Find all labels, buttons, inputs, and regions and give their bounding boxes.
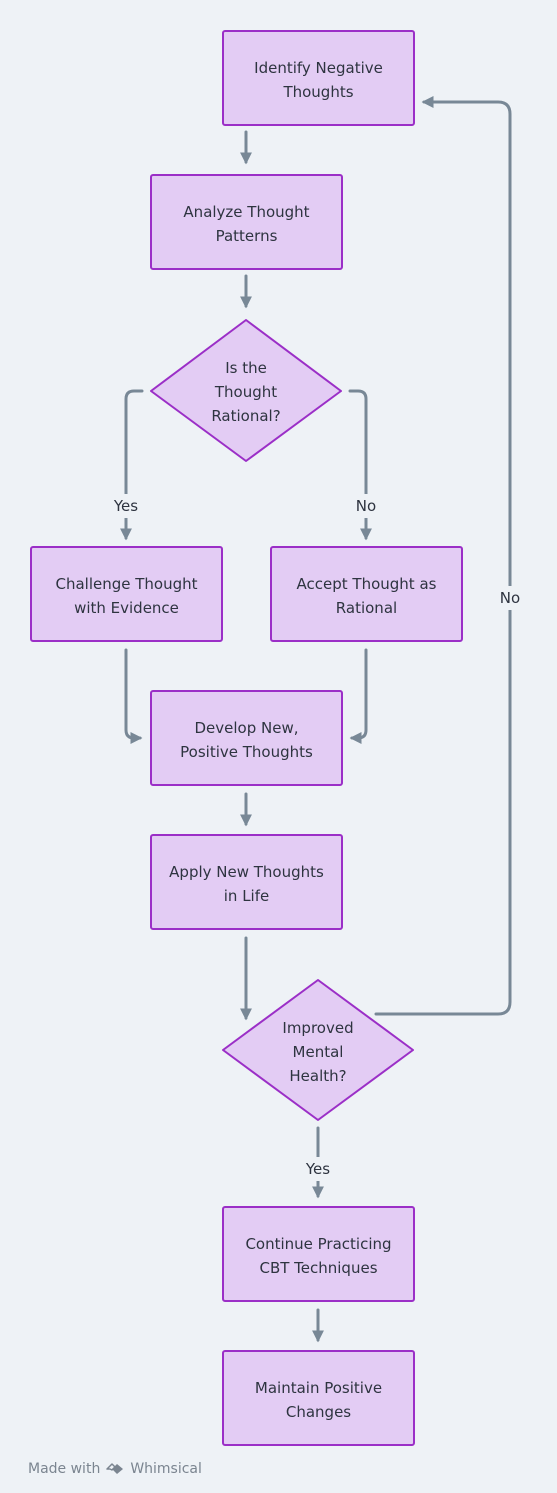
node-label-line: with Evidence xyxy=(74,599,179,617)
node-label-line: in Life xyxy=(224,887,269,905)
whimsical-logo-icon xyxy=(106,1462,124,1476)
node-continue-practicing-cbt[interactable]: Continue Practicing CBT Techniques xyxy=(222,1206,415,1302)
node-label-line: Thoughts xyxy=(282,83,353,101)
label-improved-yes: Yes xyxy=(305,1160,330,1178)
node-analyze-thought-patterns[interactable]: Analyze Thought Patterns xyxy=(150,174,343,270)
node-label-line: Is the xyxy=(225,359,267,377)
node-label-line: Challenge Thought xyxy=(55,575,197,593)
whimsical-brand-label: Whimsical xyxy=(130,1461,202,1477)
node-label-line: Improved xyxy=(282,1019,353,1037)
node-label-line: Positive Thoughts xyxy=(180,743,313,761)
label-rational-no: No xyxy=(356,497,376,515)
node-apply-new-thoughts[interactable]: Apply New Thoughts in Life xyxy=(150,834,343,930)
made-with-label: Made with xyxy=(28,1461,101,1477)
node-label-line: Changes xyxy=(286,1403,351,1421)
node-label-line: Rational xyxy=(336,599,397,617)
edge-decision-no xyxy=(348,389,372,541)
node-challenge-thought[interactable]: Challenge Thought with Evidence xyxy=(30,546,223,642)
edge-decision-yes xyxy=(120,389,144,541)
node-label-line: Identify Negative xyxy=(254,59,383,77)
node-label-line: Mental xyxy=(293,1043,344,1061)
node-label-line: Thought xyxy=(214,383,277,401)
node-label-line: CBT Techniques xyxy=(259,1259,377,1277)
node-identify-negative-thoughts[interactable]: Identify Negative Thoughts xyxy=(222,30,415,126)
decision-improved-mental-health[interactable]: Improved Mental Health? xyxy=(222,979,414,1121)
edge-challenge-to-develop xyxy=(124,648,143,744)
node-label-line: Accept Thought as xyxy=(297,575,437,593)
node-maintain-positive-changes[interactable]: Maintain Positive Changes xyxy=(222,1350,415,1446)
node-label-line: Health? xyxy=(289,1067,346,1085)
made-with-footer[interactable]: Made with Whimsical xyxy=(28,1461,202,1477)
node-label-line: Maintain Positive xyxy=(255,1379,382,1397)
node-label-line: Analyze Thought xyxy=(183,203,309,221)
edge-label-backgrounds xyxy=(106,494,526,1181)
node-label-line: Continue Practicing xyxy=(245,1235,391,1253)
node-label-line: Apply New Thoughts xyxy=(169,863,324,881)
node-accept-thought[interactable]: Accept Thought as Rational xyxy=(270,546,463,642)
node-label-line: Patterns xyxy=(216,227,278,245)
edges xyxy=(120,96,512,1343)
label-improved-no: No xyxy=(500,589,520,607)
node-develop-positive-thoughts[interactable]: Develop New, Positive Thoughts xyxy=(150,690,343,786)
edge-improved-no-loop xyxy=(374,96,512,1016)
edge-accept-to-develop xyxy=(349,648,368,744)
node-label-line: Rational? xyxy=(211,407,280,425)
node-label-line: Develop New, xyxy=(194,719,298,737)
decision-is-thought-rational[interactable]: Is the Thought Rational? xyxy=(150,319,342,462)
label-rational-yes: Yes xyxy=(113,497,138,515)
